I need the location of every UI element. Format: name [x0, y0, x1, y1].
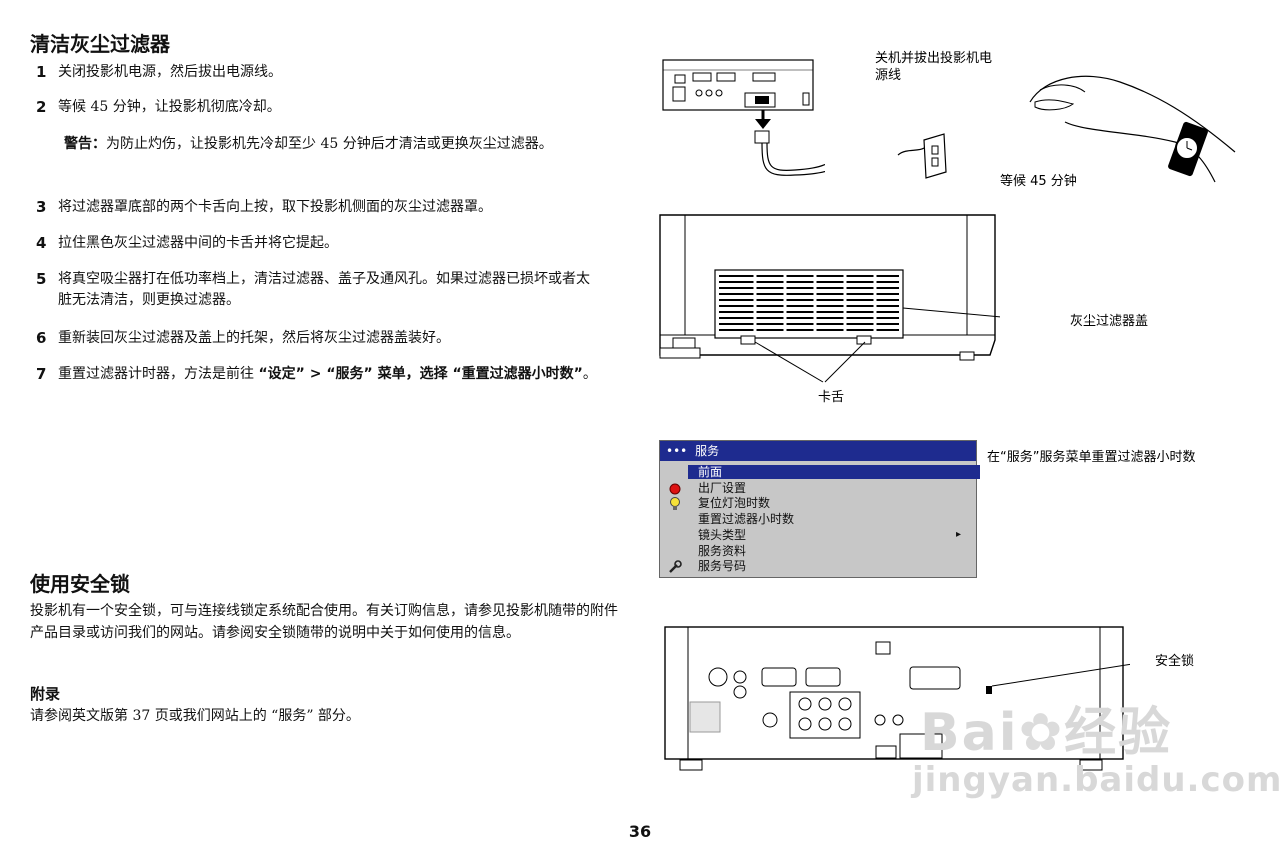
step-number: 7 [36, 365, 47, 383]
step-text: 将真空吸尘器打在低功率档上，清洁过滤器、盖子及通风孔。如果过滤器已损坏或者太脏无… [58, 271, 590, 308]
menu-item-service-code[interactable]: 服务号码 [698, 559, 747, 573]
warning-label: 警告： [64, 136, 106, 152]
wall-outlet-icon [897, 133, 947, 179]
appendix-text: 请参阅英文版第 37 页或我们网站上的 “服务” 部分。 [30, 708, 360, 724]
watermark-text-bai: Bai [920, 703, 1019, 763]
step-4: 4 拉住黑色灰尘过滤器中间的卡舌并将它提起。 [36, 233, 626, 254]
menu-item-reset-lamp-hours[interactable]: 复位灯泡时数 [698, 496, 771, 510]
step-7: 7 重置过滤器计时器，方法是前往 “设定” > “服务” 菜单，选择 “重置过滤… [36, 364, 622, 385]
step-text: 等候 45 分钟，让投影机彻底冷却。 [58, 99, 281, 115]
step-6: 6 重新装回灰尘过滤器及盖上的托架，然后将灰尘过滤器盖装好。 [36, 328, 626, 349]
watermark-text-jingyan: 经验 [1064, 703, 1173, 763]
paw-icon: ✿ [1018, 703, 1065, 763]
step-1: 1 关闭投影机电源，然后拔出电源线。 [36, 62, 626, 83]
menu-item-factory-reset[interactable]: 出厂设置 [698, 481, 747, 495]
step-number: 1 [36, 63, 47, 81]
menu-item-service-info[interactable]: 服务资料 [698, 544, 747, 558]
step-number: 3 [36, 198, 47, 216]
step-text: 关闭投影机电源，然后拔出电源线。 [58, 64, 282, 80]
watermark-logo: Bai✿经验 [920, 690, 1172, 765]
step-number: 4 [36, 234, 47, 252]
service-menu-title: 服务 [695, 444, 720, 458]
step-number: 2 [36, 98, 47, 116]
menu-item-lens-type[interactable]: 镜头类型 [698, 528, 747, 542]
step-text: 重新装回灰尘过滤器及盖上的托架，然后将灰尘过滤器盖装好。 [58, 330, 450, 346]
step-text: 重置过滤器计时器，方法是前往 [58, 366, 259, 382]
filter-cover-caption: 灰尘过滤器盖 [1070, 314, 1149, 329]
tabs-caption: 卡舌 [818, 390, 845, 405]
warning-text: 为防止灼伤，让投影机先冷却至少 45 分钟后才清洁或更换灰尘过滤器。 [106, 136, 553, 152]
section-title-clean-filter: 清洁灰尘过滤器 [30, 32, 170, 56]
wrench-icon [669, 560, 682, 573]
menu-dots-icon: ••• [666, 444, 688, 458]
step-number: 5 [36, 270, 47, 288]
hand-with-watch-illustration [1029, 75, 1236, 183]
page-number: 36 [628, 822, 652, 841]
step-menu-path: “设定” > “服务” 菜单，选择 “重置过滤器小时数” [258, 366, 583, 382]
wait-caption: 等候 45 分钟 [1000, 174, 1077, 189]
unplug-projector-illustration [662, 59, 825, 176]
submenu-arrow-icon: ▸ [956, 529, 962, 540]
menu-item-reset-filter-hours[interactable]: 重置过滤器小时数 [698, 512, 795, 526]
step-5: 5 将真空吸尘器打在低功率档上，清洁过滤器、盖子及通风孔。如果过滤器已损坏或者太… [36, 269, 596, 311]
menu-item-front[interactable]: 前面 [688, 465, 980, 479]
rear-panel-illustration [664, 626, 1130, 771]
filter-cover-illustration [659, 214, 1000, 383]
filter-grille [719, 272, 899, 336]
step-text-end: 。 [582, 366, 597, 382]
service-menu: ••• 服务 前面 出厂设置 复位灯泡时数 重置过滤器小时数 镜头类型 服务资料… [659, 440, 980, 578]
security-lock-caption: 安全锁 [1155, 654, 1195, 669]
step-3: 3 将过滤器罩底部的两个卡舌向上按，取下投影机侧面的灰尘过滤器罩。 [36, 197, 626, 218]
service-menu-header: ••• 服务 [660, 441, 976, 461]
appendix-title: 附录 [30, 685, 61, 703]
security-lock-body: 投影机有一个安全锁，可与连接线锁定系统配合使用。有关订购信息，请参见投影机随带的… [30, 603, 618, 641]
warning-note: 警告：为防止灼伤，让投影机先冷却至少 45 分钟后才清洁或更换灰尘过滤器。 [64, 134, 614, 155]
watermark-url: jingyan.baidu.com [912, 760, 1280, 800]
step-2: 2 等候 45 分钟，让投影机彻底冷却。 [36, 97, 626, 118]
step-number: 6 [36, 329, 47, 347]
step-text: 拉住黑色灰尘过滤器中间的卡舌并将它提起。 [58, 235, 338, 251]
unplug-caption: 关机并拔出投影机电源线 [875, 51, 993, 83]
menu-caption: 在“服务”服务菜单重置过滤器小时数 [987, 450, 1196, 465]
section-title-security-lock: 使用安全锁 [30, 572, 130, 596]
step-text: 将过滤器罩底部的两个卡舌向上按，取下投影机侧面的灰尘过滤器罩。 [58, 199, 492, 215]
red-dot-icon [669, 483, 681, 495]
lightbulb-icon [670, 497, 680, 510]
